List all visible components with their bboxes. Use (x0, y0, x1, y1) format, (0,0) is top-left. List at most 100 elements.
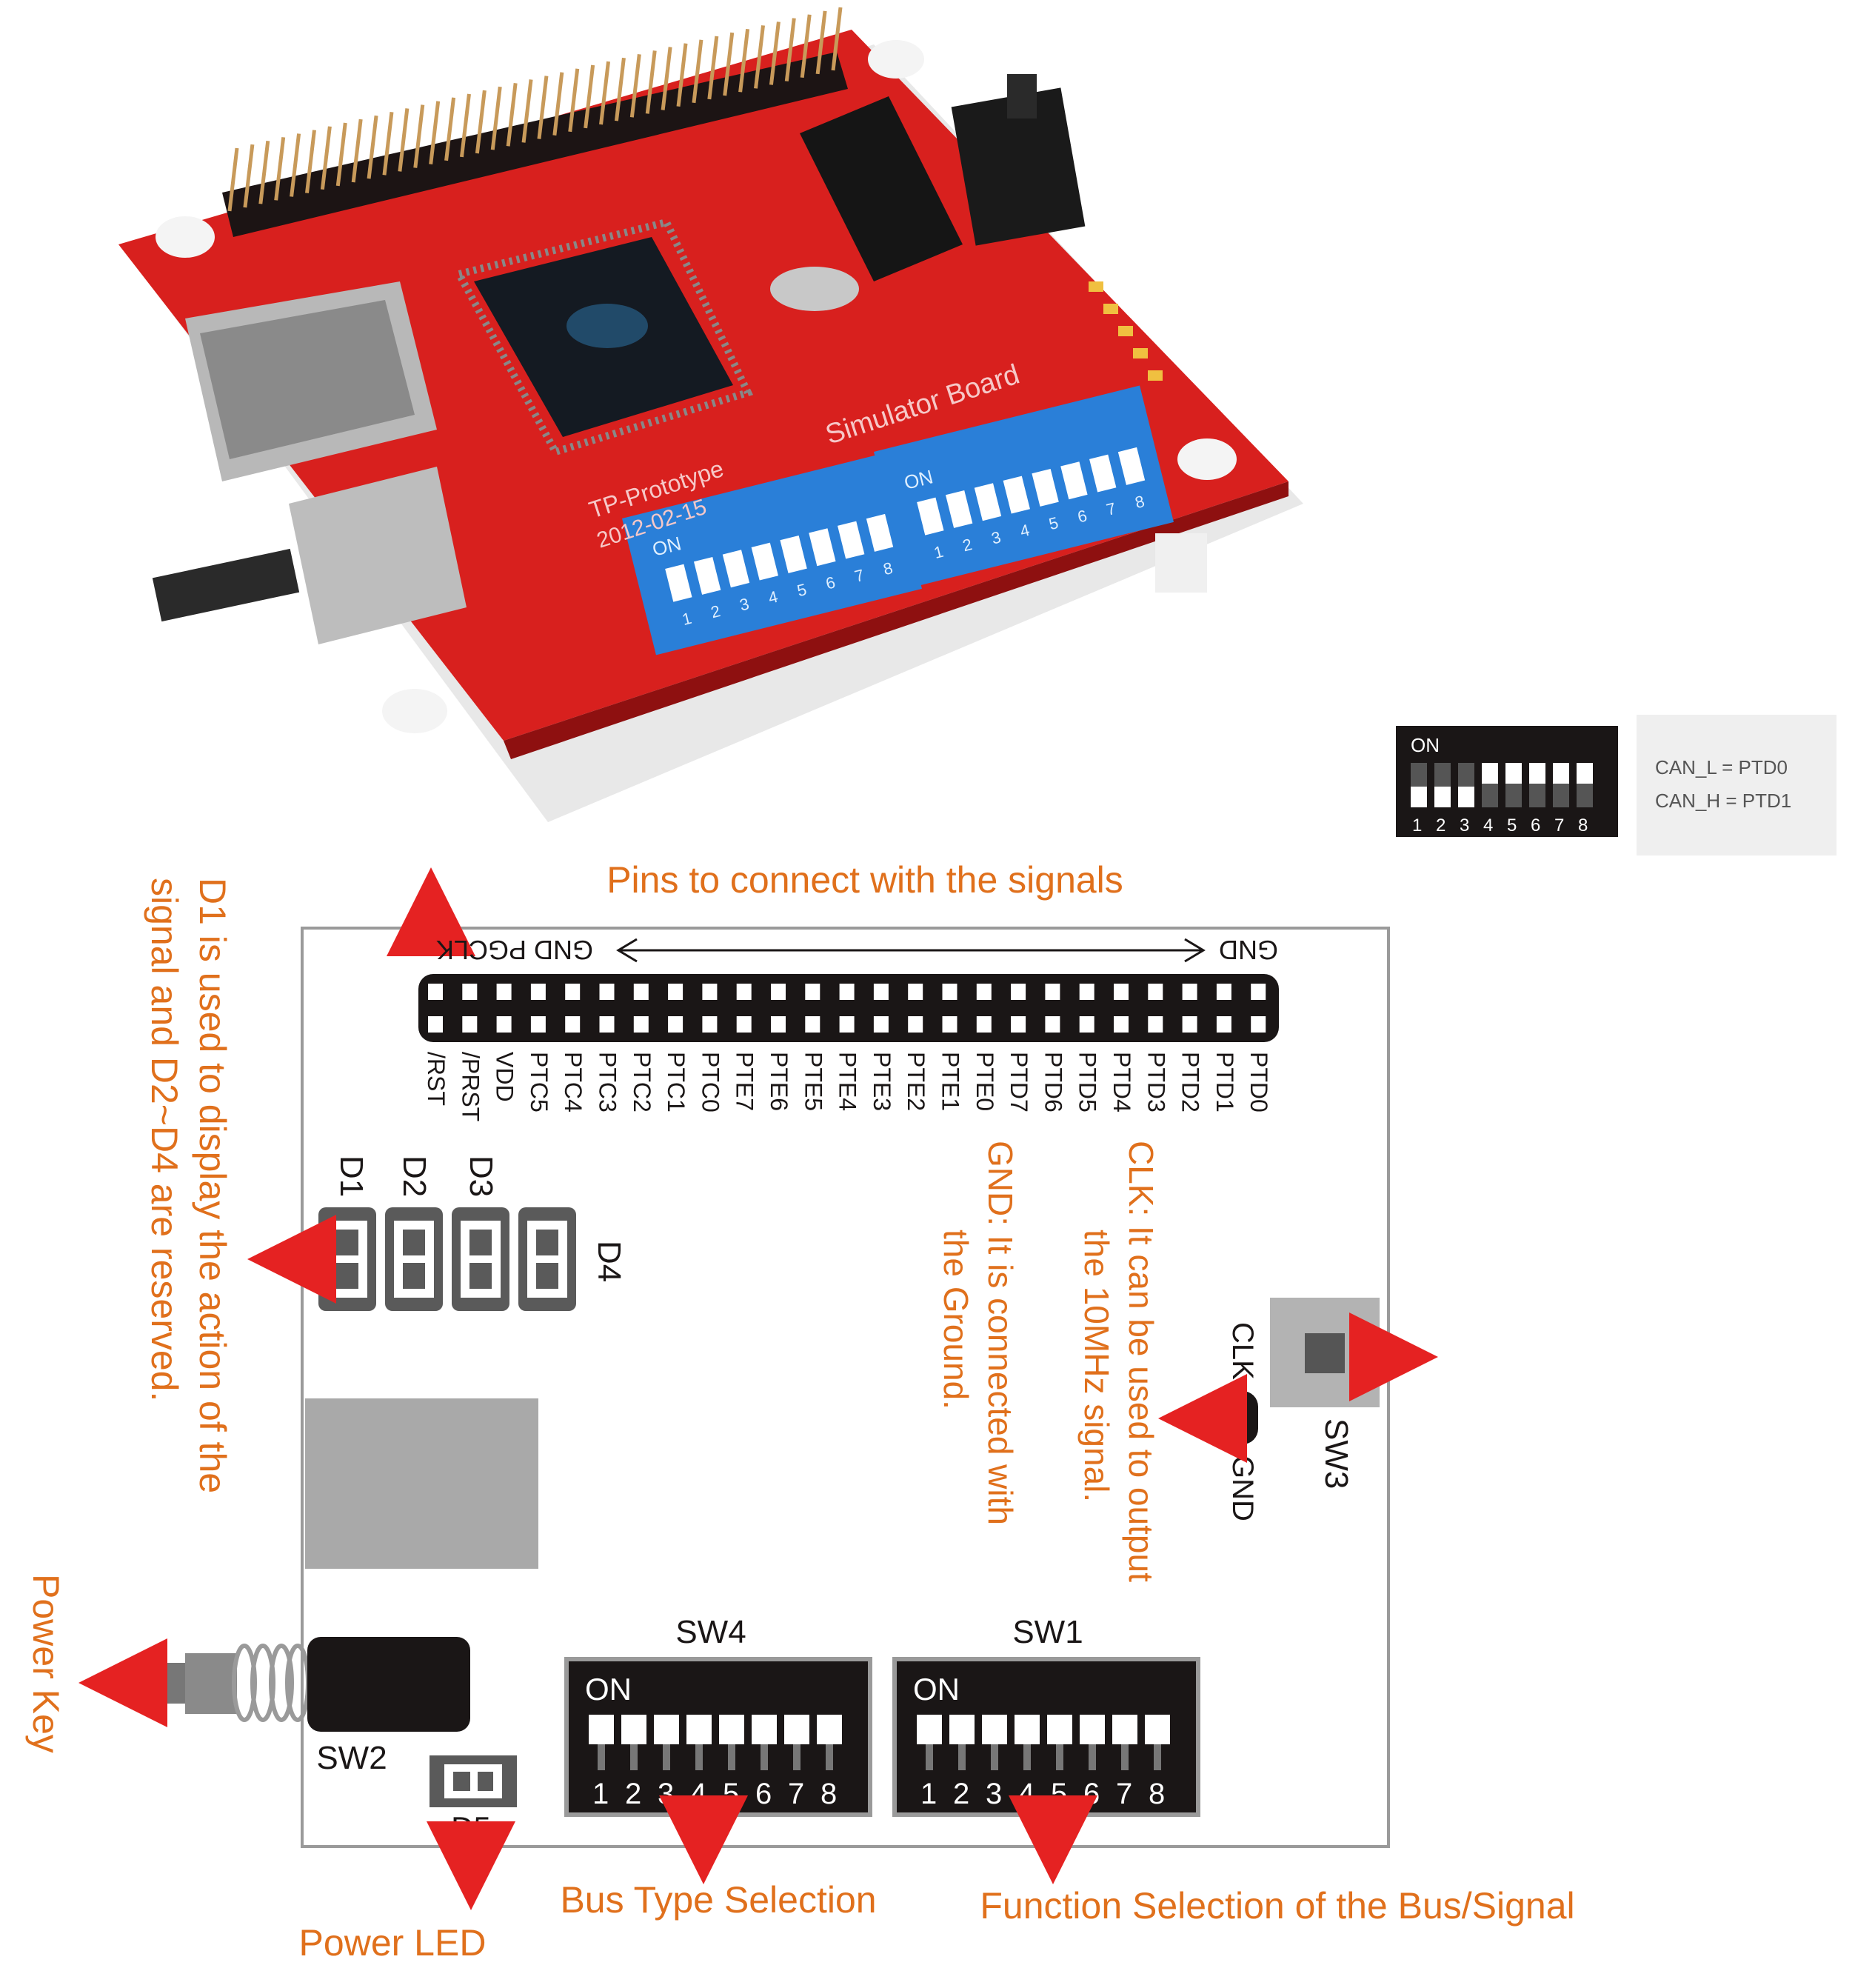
photo-dip-key (1003, 476, 1030, 514)
d3-label: D3 (463, 1155, 499, 1197)
photo-dip-key (1032, 468, 1059, 507)
dip-number: 1 (592, 1778, 609, 1810)
d5-led (430, 1755, 517, 1807)
d1-d4-leds (318, 1207, 576, 1311)
header-pin-top (668, 984, 683, 1000)
header-pin-bottom (530, 1016, 546, 1033)
dip-number: 6 (755, 1778, 772, 1810)
pin-label: PTE2 (903, 1052, 929, 1111)
header-pin-top (496, 984, 512, 1000)
photo-dip-key (665, 564, 692, 602)
header-pin-top (771, 984, 786, 1000)
header-pin-bottom (1011, 1016, 1026, 1033)
pin-label: /PRST (457, 1052, 484, 1121)
header-pin-top (976, 984, 992, 1000)
photo-dip-key (945, 490, 973, 528)
dip-number: 4 (690, 1778, 706, 1810)
dip-number: 5 (1051, 1778, 1067, 1810)
photo-dip-key (751, 542, 778, 581)
pin-label: PTE3 (869, 1052, 895, 1111)
header-pin-top (1216, 984, 1231, 1000)
header-pin-bottom (668, 1016, 683, 1033)
header-pin-bottom (702, 1016, 718, 1033)
header-pin-top (462, 984, 478, 1000)
pins-title: Pins to connect with the signals (606, 859, 1123, 901)
dip-number: 5 (723, 1778, 739, 1810)
pin-label: PTD0 (1246, 1052, 1272, 1113)
header-pin-bottom (633, 1016, 649, 1033)
header-pin-bottom (771, 1016, 786, 1033)
legend-dip-key (1577, 763, 1593, 784)
header-pin-bottom (942, 1016, 957, 1033)
dip-key (621, 1715, 646, 1744)
legend-dip-number: 6 (1531, 815, 1540, 835)
dip-key (589, 1715, 614, 1744)
photo-dip-number: 5 (795, 580, 809, 600)
photo-dip-key (1089, 454, 1117, 493)
photo-dip-number: 7 (852, 566, 866, 586)
pin-label: PTD1 (1211, 1052, 1238, 1113)
header-pin-top (805, 984, 820, 1000)
legend-dip-key (1505, 763, 1522, 784)
legend-dip-number: 3 (1460, 815, 1469, 835)
pin-label: PTD3 (1143, 1052, 1169, 1113)
pin-label: PTD2 (1177, 1052, 1204, 1113)
header-pin-top (736, 984, 752, 1000)
photo-dip-number: 8 (881, 558, 895, 578)
photo-dip-key (838, 521, 865, 559)
d4-label: D4 (591, 1241, 627, 1282)
board-diagram: Pins to connect with the signals GND PGC… (25, 859, 1575, 1964)
legend-can-h: CAN_H = PTD1 (1655, 790, 1791, 812)
d2-label: D2 (396, 1155, 432, 1197)
header-pin-bottom (1079, 1016, 1094, 1033)
legend-can-box (1637, 715, 1836, 855)
legend-dip-key (1458, 787, 1474, 807)
dip-number: 2 (953, 1778, 969, 1810)
dip-number: 3 (658, 1778, 674, 1810)
header-pin-bottom (736, 1016, 752, 1033)
sw2-label: SW2 (316, 1740, 387, 1776)
gnd-pgclk-label: GND PGCLK (436, 935, 593, 965)
header-pin-top (1079, 984, 1094, 1000)
header-pin-bottom (873, 1016, 889, 1033)
pin-label: PTC1 (663, 1052, 689, 1113)
pin-label: PTC3 (595, 1052, 621, 1113)
header-pin-bottom (1216, 1016, 1231, 1033)
pin-label: /RST (423, 1052, 449, 1106)
sw2-power-key (152, 1637, 470, 1732)
dip-key (982, 1715, 1007, 1744)
header-pin-bottom (908, 1016, 923, 1033)
power-led-label: Power LED (299, 1922, 487, 1964)
photo-dip-number: 1 (681, 609, 694, 629)
gnd-note-line2: the Ground. (937, 1230, 975, 1410)
pin-label: PTE5 (800, 1052, 826, 1111)
legend-dip-on: ON (1411, 734, 1440, 756)
header-pin-top (873, 984, 889, 1000)
photo-dip-number: 8 (1133, 492, 1146, 512)
header-pin-top (530, 984, 546, 1000)
header-pin-bottom (496, 1016, 512, 1033)
pin-label: PTD5 (1074, 1052, 1101, 1113)
dip-key (719, 1715, 744, 1744)
photo-dip-key (917, 497, 944, 536)
power-key-label: Power Key (25, 1574, 67, 1753)
header-pin-bottom (1114, 1016, 1129, 1033)
gnd-jumper-label: GND (1226, 1455, 1259, 1521)
pin-label: PTD7 (1006, 1052, 1032, 1113)
pin-label: PTD6 (1040, 1052, 1066, 1113)
header-pin-bottom (599, 1016, 615, 1033)
photo-dip-key (780, 535, 807, 573)
header-pin-top (1251, 984, 1266, 1000)
photo-dip-key (974, 483, 1002, 521)
pin-label: VDD (492, 1052, 518, 1102)
pin-label: PTE0 (972, 1052, 998, 1111)
dip-key (1080, 1715, 1105, 1744)
header-pin-squares (428, 984, 1266, 1033)
dip-number: 2 (625, 1778, 641, 1810)
header-pin-bottom (1148, 1016, 1163, 1033)
